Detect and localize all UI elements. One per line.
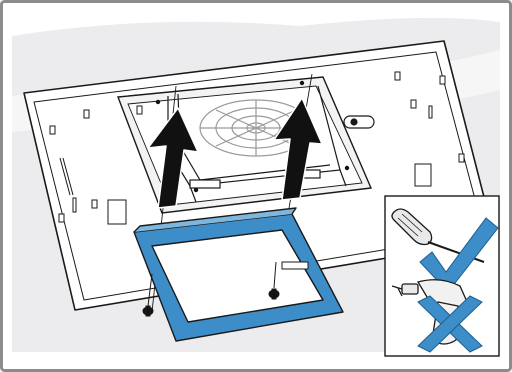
tool-inset [385,196,499,356]
side-latch [344,116,374,128]
